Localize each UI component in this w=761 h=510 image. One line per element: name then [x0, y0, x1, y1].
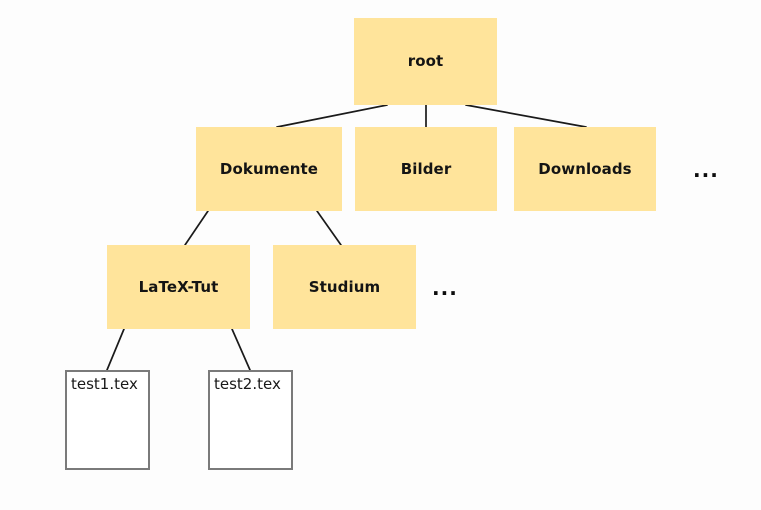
- tree-node-test1[interactable]: test1.tex: [65, 370, 150, 470]
- tree-node-label: Downloads: [538, 159, 632, 178]
- tree-node-label: Bilder: [400, 159, 452, 178]
- tree-node-label: LaTeX-Tut: [138, 277, 219, 296]
- tree-node-test2[interactable]: test2.tex: [208, 370, 293, 470]
- tree-node-label: root: [407, 52, 444, 71]
- tree-node-label: Studium: [308, 277, 381, 296]
- tree-edge: [276, 104, 388, 128]
- tree-node-root[interactable]: root: [354, 18, 497, 105]
- tree-edge: [316, 210, 342, 246]
- tree-node-label: test2.tex: [214, 375, 281, 393]
- tree-edge: [231, 328, 251, 371]
- tree-node-studium[interactable]: Studium: [273, 245, 416, 329]
- tree-node-label: test1.tex: [71, 375, 138, 393]
- tree-edge: [184, 210, 209, 246]
- tree-edge: [465, 104, 587, 128]
- tree-node-dokumente[interactable]: Dokumente: [196, 127, 342, 211]
- ellipsis-level2: ...: [693, 158, 719, 182]
- tree-edge: [106, 328, 125, 371]
- ellipsis-level3: ...: [432, 276, 458, 300]
- tree-node-downloads[interactable]: Downloads: [514, 127, 656, 211]
- tree-node-latex-tut[interactable]: LaTeX-Tut: [107, 245, 250, 329]
- tree-node-bilder[interactable]: Bilder: [355, 127, 497, 211]
- tree-node-label: Dokumente: [219, 159, 319, 178]
